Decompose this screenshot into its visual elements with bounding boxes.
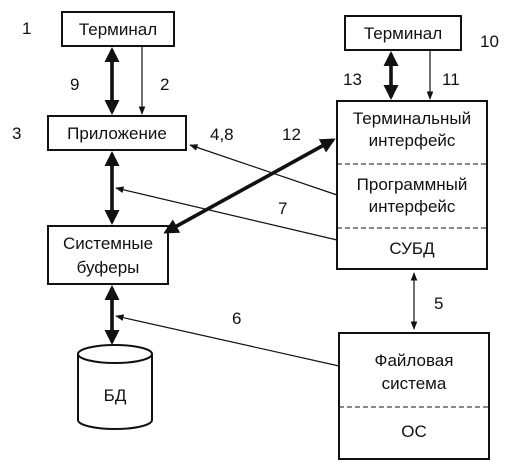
arrow-12-interface-buffers (163, 138, 336, 234)
dbms-box: Терминальный интерфейс Программный интер… (336, 100, 488, 270)
step-number-2: 2 (160, 75, 169, 94)
step-number-5: 5 (434, 294, 443, 313)
step-number-4-8: 4,8 (210, 125, 234, 144)
step-number-6: 6 (232, 309, 241, 328)
dbms-label: СУБД (389, 239, 435, 258)
system-buffers-box: Системные буферы (47, 225, 169, 285)
arrow-7-dbms-to-buffers (115, 186, 338, 241)
system-buffers-label-1: Системные (63, 234, 153, 253)
terminal-right-box: Терминал (344, 15, 462, 51)
arrow-48-dbms-to-application (189, 144, 338, 196)
terminal-right-label: Терминал (364, 24, 442, 43)
step-number-10: 10 (480, 32, 499, 51)
terminal-interface-label-2: интерфейс (369, 131, 456, 150)
arrow-6-filesystem-to-buffers (115, 314, 340, 367)
terminal-left-label: Терминал (79, 20, 157, 39)
program-interface-label-2: интерфейс (369, 197, 456, 216)
step-number-9: 9 (70, 75, 79, 94)
database-label: БД (104, 386, 127, 405)
file-system-box: Файловая система ОС (338, 332, 490, 460)
os-label: ОС (401, 422, 427, 441)
step-number-12: 12 (282, 125, 301, 144)
file-system-label-2: система (382, 374, 447, 393)
system-buffers-label-2: буферы (77, 258, 140, 277)
step-number-11: 11 (442, 70, 460, 89)
terminal-left-box: Терминал (61, 11, 175, 47)
step-number-13: 13 (343, 70, 362, 89)
application-box: Приложение (47, 115, 187, 151)
program-interface-label-1: Программный (357, 175, 468, 194)
file-system-label-1: Файловая (375, 351, 454, 370)
step-number-3: 3 (12, 124, 21, 143)
database-cylinder: БД (77, 344, 153, 430)
application-label: Приложение (67, 124, 167, 143)
terminal-interface-label-1: Терминальный (353, 109, 471, 128)
step-number-7: 7 (278, 199, 287, 218)
step-number-1: 1 (22, 19, 31, 38)
